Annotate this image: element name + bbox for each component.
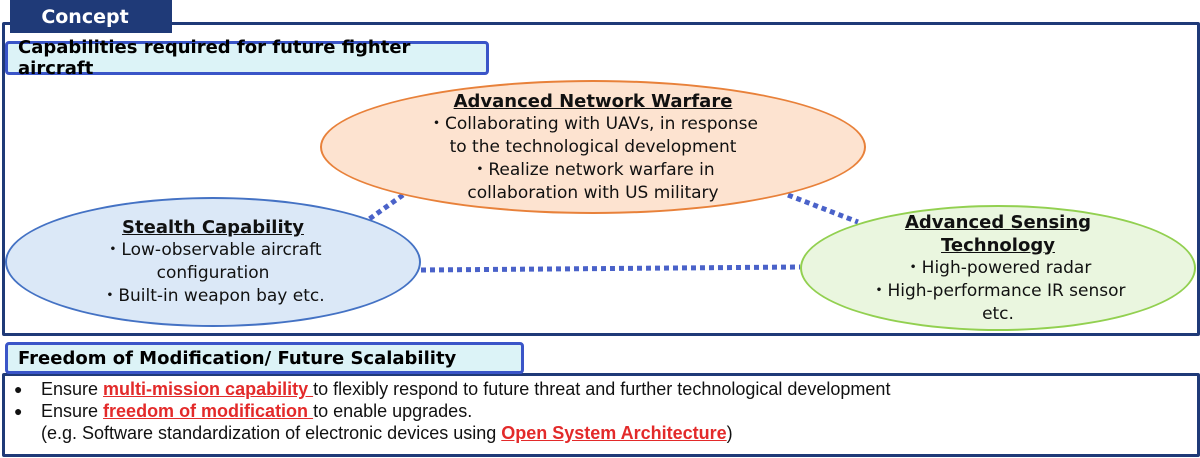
freedom-heading: Freedom of Modification/ Future Scalabil… (5, 342, 524, 374)
sensing-line: etc. (982, 303, 1014, 324)
item2-pre: Ensure (41, 401, 104, 421)
stealth-line: ・Built-in weapon bay etc. (101, 286, 325, 306)
sensing-title-line2: Technology (941, 234, 1055, 256)
freedom-frame (2, 373, 1200, 457)
bullet-icon: ● (14, 381, 23, 397)
network-line: collaboration with US military (467, 182, 719, 203)
capabilities-heading-text: Capabilities required for future fighter… (18, 37, 411, 79)
list-item: ● Ensure multi-mission capability to fle… (14, 378, 1184, 400)
list-item-text: Ensure freedom of modification to enable… (41, 400, 472, 422)
connector-network-sensing (787, 192, 859, 225)
sensing-line: ・High-powered radar (904, 257, 1092, 278)
network-line: ・Realize network warfare in (471, 159, 715, 180)
list-item-text: Ensure multi-mission capability to flexi… (41, 378, 890, 400)
item1-pre: Ensure (41, 379, 104, 399)
item3-post: ) (726, 423, 733, 443)
stealth-title: Stealth Capability (122, 217, 304, 238)
connector-stealth-sensing (420, 264, 801, 273)
freedom-bullet-list: ● Ensure multi-mission capability to fle… (14, 378, 1184, 444)
freedom-heading-text: Freedom of Modification/ Future Scalabil… (18, 347, 457, 369)
sensing-title-line1: Advanced Sensing (904, 211, 1092, 233)
concept-label: Concept (41, 5, 129, 28)
sensing-ellipse: Advanced Sensing Technology ・High-powere… (800, 205, 1196, 331)
network-warfare-title: Advanced Network Warfare (453, 90, 733, 112)
network-line: ・Collaborating with UAVs, in response (428, 113, 758, 134)
item1-highlight: multi-mission capability (103, 379, 314, 399)
list-item: ● Ensure freedom of modification to enab… (14, 400, 1184, 422)
capabilities-heading: Capabilities required for future fighter… (5, 37, 489, 79)
stealth-ellipse: Stealth Capability ・Low-observable aircr… (5, 197, 421, 327)
item3-highlight: Open System Architecture (501, 423, 727, 443)
stealth-line: ・Low-observable aircraft (104, 240, 322, 260)
stealth-line: configuration (156, 263, 270, 283)
bullet-icon: ● (14, 403, 23, 419)
sensing-line: ・High-performance IR sensor (870, 280, 1126, 301)
network-line: to the technological development (449, 136, 737, 157)
concept-tab: Concept (10, 0, 172, 33)
list-item-note: (e.g. Software standardization of electr… (14, 422, 1184, 444)
concept-frame (2, 22, 1200, 336)
network-warfare-ellipse: Advanced Network Warfare ・Collaborating … (320, 80, 866, 214)
item3-pre: (e.g. Software standardization of electr… (41, 423, 502, 443)
item2-highlight: freedom of modification (103, 401, 314, 421)
item2-post: to enable upgrades. (313, 401, 473, 421)
item1-post: to flexibly respond to future threat and… (313, 379, 891, 399)
